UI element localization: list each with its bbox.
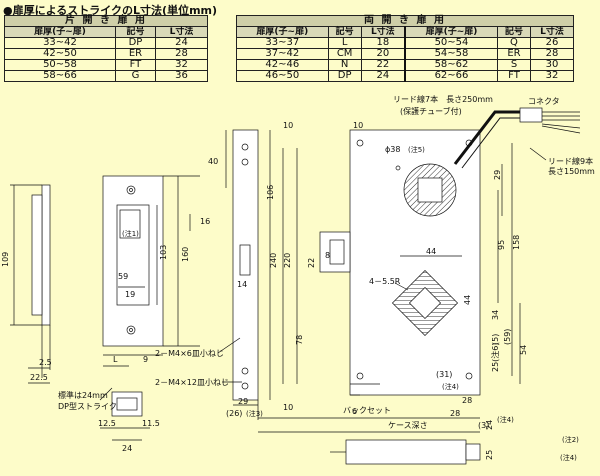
dim-label: (31) [436, 370, 452, 379]
dim-label: 160 [181, 247, 190, 262]
note-label: (注2) [562, 435, 579, 444]
strike-front-view: (注1) L 9 59 19 103 160 16 [102, 175, 210, 367]
dim-label: 11.5 [142, 419, 160, 428]
annotation: 2－M4×6皿小ねじ [155, 349, 224, 358]
face-plate: 14 29 (26) (注3) 2－M4×6皿小ねじ 2－M4×12皿小ねじ 4… [155, 121, 293, 418]
note-label: (注5) [408, 145, 425, 154]
dim-label: ケース深さ [388, 421, 428, 430]
table-cell: 36 [154, 70, 209, 82]
dim-label: 109 [1, 252, 10, 267]
dim-label: 19 [125, 290, 135, 299]
column-header: 記号 [327, 26, 362, 38]
dim-label: 12.5 [98, 419, 116, 428]
note-label: (注4) [560, 453, 577, 462]
annotation: 2－M4×12皿小ねじ [155, 378, 229, 387]
dim-label: 59 [118, 272, 128, 281]
dim-label: (59) [503, 329, 512, 345]
dim-label: 158 [512, 235, 521, 250]
annotation: (保護チューブ付) [400, 106, 462, 116]
dim-label: 16 [200, 217, 210, 226]
dim-label: ϕ38 [385, 145, 400, 154]
dim-label: 10 [353, 121, 363, 130]
annotation: DP型ストライク [58, 402, 117, 411]
dim-label: 95 [497, 240, 506, 250]
dim-label: 40 [208, 157, 218, 166]
note-label: (注1) [122, 229, 139, 238]
dim-label: 34 [491, 310, 500, 320]
dim-label: L [113, 355, 118, 364]
dim-label: 78 [295, 335, 304, 345]
table-row: 46~50 DP 24 62~66 FT 32 [236, 70, 574, 82]
dim-label: 25 [485, 450, 494, 460]
dim-label: 14 [237, 280, 247, 289]
annotation: リード線7本 長さ250mm [393, 94, 493, 104]
annotation: コネクタ [528, 97, 560, 106]
dim-label: 44 [426, 247, 436, 256]
dim-label: 9 [143, 355, 148, 364]
dim-label: 10 [283, 403, 293, 412]
table-cell: 30 [530, 59, 574, 71]
dim-label: 25(注6) [490, 342, 500, 372]
dim-label: (3) [478, 421, 489, 430]
strike-bottom-view: 12.5 11.5 24 標準は24mm DP型ストライク [58, 387, 160, 453]
dim-label: 29 [493, 170, 502, 180]
dim-label: 44 [463, 295, 472, 305]
strike-side-view: 109 2.5 22.5 [1, 184, 52, 384]
dim-label: 10 [283, 121, 293, 130]
right-dimensions: 29 95 158 34 (5) (59) 25(注6) 54 [490, 143, 528, 384]
dim-label: 106 [266, 185, 275, 200]
dim-label: 24 [485, 420, 494, 430]
dim-label: 22 [307, 258, 316, 268]
double-door-strike-table: 両 開 き 扉 用 扉厚(子~扉) 記号 L寸法 扉厚(子~扉) 記号 L寸法 … [236, 15, 574, 82]
lead-wires: リード線7本 長さ250mm (保護チューブ付) コネクタ リード線9本 長さ1… [393, 94, 595, 176]
annotation: 標準は24mm [58, 390, 108, 400]
dim-label: (26) [226, 409, 242, 418]
dim-label: 28 [462, 396, 472, 405]
bottom-dimensions: バックセット 28 ケース深さ (3) (31) (注4) (注4) 25 24… [257, 370, 579, 465]
dim-label: 240 [269, 253, 278, 268]
single-door-strike-table: 片 開 き 扉 用 扉厚(子~扉) 記号 L寸法 33~42 DP 24 42~… [4, 15, 209, 82]
table-cell: FT [496, 70, 532, 82]
dim-label: 24 [122, 444, 132, 453]
note-label: (注4) [442, 382, 459, 391]
dim-label: 54 [519, 345, 528, 355]
annotation: リード線9本 [548, 156, 593, 166]
annotation: 長さ150mm [548, 167, 595, 176]
dim-label: 220 [283, 253, 292, 268]
dim-label: 2.5 [39, 358, 52, 367]
dim-label: 28 [450, 409, 460, 418]
table-row: 58~66 G 36 [4, 70, 209, 82]
note-label: (注3) [246, 409, 263, 418]
dim-label: 8 [325, 251, 330, 260]
lock-case: ϕ38 (注5) 4－5.5R 44 44 106 78 22 8 6 10 [266, 121, 481, 416]
note-label: (注4) [497, 415, 514, 424]
table-cell: G [114, 70, 156, 82]
dim-label: バックセット [343, 406, 391, 415]
annotation: 4－5.5R [369, 277, 401, 286]
table-row: 33~37 L 18 50~54 Q 26 [236, 37, 574, 49]
dim-label: 29 [238, 397, 248, 406]
table-cell: 58~66 [4, 70, 116, 82]
dim-label: 103 [159, 245, 168, 260]
table-cell: DP [327, 70, 362, 82]
dim-label: 6 [352, 407, 357, 416]
dim-label: 22.5 [30, 373, 48, 382]
page-title: ●扉厚によるストライクのL寸法(単位mm) [3, 4, 218, 17]
dim-label: (5) [491, 334, 500, 345]
table-cell: 32 [530, 70, 574, 82]
